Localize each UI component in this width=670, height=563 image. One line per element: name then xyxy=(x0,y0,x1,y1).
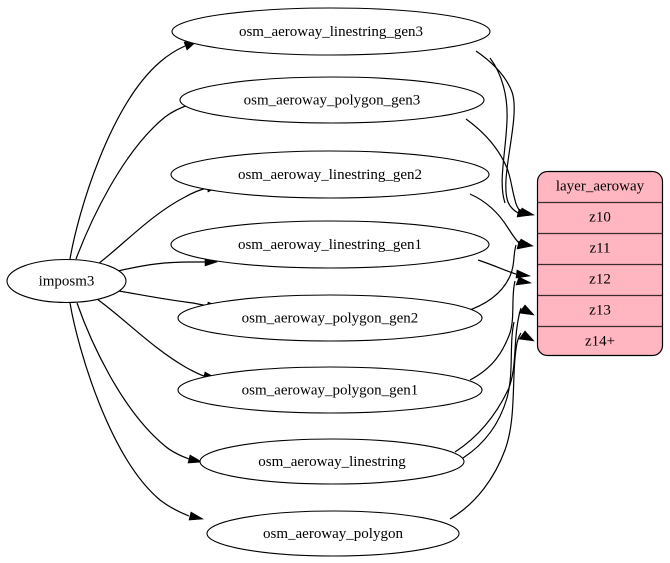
edge-imposm3-to-polygon-gen3 xyxy=(75,103,192,260)
node-imposm3[interactable]: imposm3 xyxy=(6,258,127,304)
edge-polygon-to-z14 xyxy=(449,332,522,520)
arrowhead-z14 xyxy=(518,330,535,342)
arrowhead-z12-a xyxy=(515,269,532,279)
node-osm-aeroway-linestring-gen2[interactable]: osm_aeroway_linestring_gen2 xyxy=(170,150,490,199)
edge-linestring-to-z13 xyxy=(454,307,522,453)
edge-polygon-gen1-to-z12 xyxy=(469,280,516,381)
node-osm-aeroway-polygon-gen1[interactable]: osm_aeroway_polygon_gen1 xyxy=(177,366,483,414)
node-osm-aeroway-polygon-gen1-label: osm_aeroway_polygon_gen1 xyxy=(242,382,419,398)
arrowhead-z13 xyxy=(518,304,535,316)
edge-linestring-gen3-to-z10 xyxy=(475,50,519,214)
node-osm-aeroway-polygon-gen3[interactable]: osm_aeroway_polygon_gen3 xyxy=(179,76,485,124)
table-row-z11[interactable]: z11 xyxy=(589,240,610,256)
arrowhead-polygon xyxy=(188,511,204,521)
node-osm-aeroway-polygon-gen2-label: osm_aeroway_polygon_gen2 xyxy=(242,310,419,326)
node-osm-aeroway-polygon-gen2[interactable]: osm_aeroway_polygon_gen2 xyxy=(177,294,483,342)
ellipse-osm-aeroway-linestring-gen3[interactable] xyxy=(171,7,491,56)
node-osm-aeroway-linestring-gen2-label: osm_aeroway_linestring_gen2 xyxy=(238,167,422,183)
node-osm-aeroway-linestring-gen3-label: osm_aeroway_linestring_gen3 xyxy=(239,24,423,40)
edge-imposm3-to-linestring xyxy=(76,302,190,460)
edge-polygon-gen3-to-z10 xyxy=(465,118,522,213)
ellipse-osm-aeroway-polygon[interactable] xyxy=(206,510,460,557)
edge-strand-z10-inner xyxy=(489,57,508,204)
table-row-z13[interactable]: z13 xyxy=(589,302,611,318)
ellipse-osm-aeroway-polygon-gen1[interactable] xyxy=(177,366,483,414)
edge-strand-z13-inner xyxy=(462,321,515,459)
node-osm-aeroway-linestring-gen1[interactable]: osm_aeroway_linestring_gen1 xyxy=(170,220,490,269)
arrowhead-z12-b xyxy=(515,276,533,286)
edge-linestring-gen1-to-z12 xyxy=(477,259,517,275)
node-osm-aeroway-polygon[interactable]: osm_aeroway_polygon xyxy=(206,510,460,557)
arrowhead-linestring xyxy=(187,454,203,464)
edge-imposm3-to-linestring-gen3 xyxy=(69,45,186,260)
node-imposm3-label: imposm3 xyxy=(39,273,95,289)
table-header-layer-aeroway: layer_aeroway xyxy=(556,178,645,194)
edge-imposm3-to-polygon-gen2 xyxy=(118,290,209,307)
table-row-z12[interactable]: z12 xyxy=(589,271,611,287)
ellipse-osm-aeroway-polygon-gen3[interactable] xyxy=(179,76,485,124)
table-row-z14plus[interactable]: z14+ xyxy=(585,333,615,349)
edge-imposm3-to-polygon xyxy=(69,302,190,517)
ellipse-osm-aeroway-linestring-gen1[interactable] xyxy=(170,220,490,269)
edges-to-table xyxy=(449,50,535,520)
ellipse-imposm3[interactable] xyxy=(6,258,127,304)
table-background[interactable] xyxy=(536,170,664,357)
edge-polygon-gen2-to-z11 xyxy=(463,244,517,313)
node-osm-aeroway-linestring-gen3[interactable]: osm_aeroway_linestring_gen3 xyxy=(171,7,491,56)
node-osm-aeroway-linestring[interactable]: osm_aeroway_linestring xyxy=(199,438,465,485)
edge-imposm3-to-linestring-gen1 xyxy=(117,261,205,272)
node-osm-aeroway-linestring-label: osm_aeroway_linestring xyxy=(258,454,406,470)
edge-imposm3-to-polygon-gen1 xyxy=(96,298,205,377)
node-osm-aeroway-linestring-gen1-label: osm_aeroway_linestring_gen1 xyxy=(238,237,422,253)
node-osm-aeroway-polygon-label: osm_aeroway_polygon xyxy=(263,526,403,542)
arrowhead-z10-b xyxy=(518,207,535,217)
edge-imposm3-to-linestring-gen2 xyxy=(97,187,208,265)
edge-linestring-gen2-to-z11 xyxy=(469,193,520,244)
ellipse-osm-aeroway-linestring[interactable] xyxy=(199,438,465,485)
ellipse-osm-aeroway-linestring-gen2[interactable] xyxy=(170,150,490,199)
ellipse-osm-aeroway-polygon-gen2[interactable] xyxy=(177,294,483,342)
node-layer-aeroway-table[interactable]: layer_aeroway z10 z11 z12 z13 z14+ xyxy=(536,170,664,357)
arrowhead-z11-b xyxy=(516,240,534,250)
node-osm-aeroway-polygon-gen3-label: osm_aeroway_polygon_gen3 xyxy=(244,92,421,108)
table-row-z10[interactable]: z10 xyxy=(589,209,611,225)
